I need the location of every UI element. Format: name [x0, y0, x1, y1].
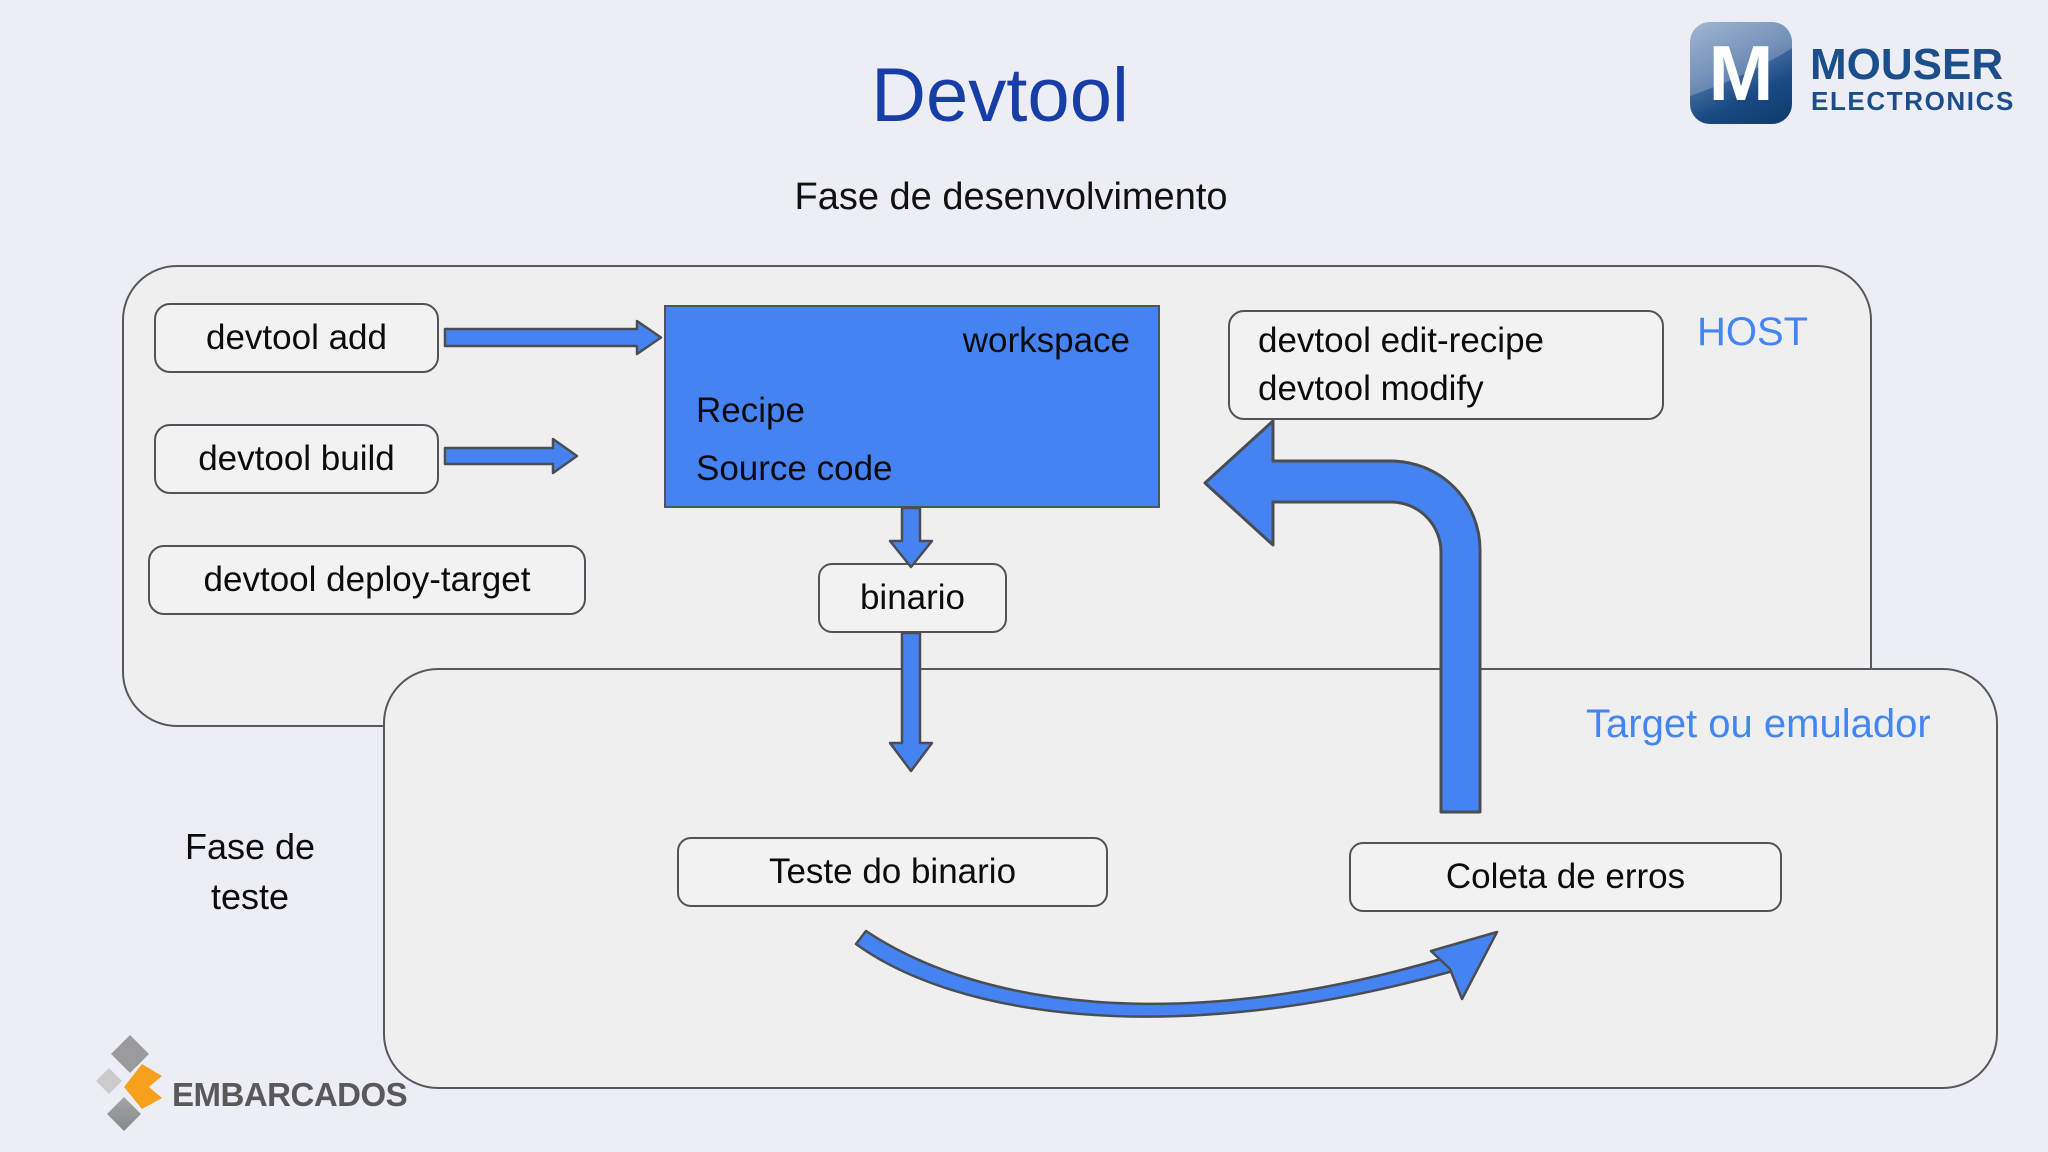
phase-test-line2: teste — [210, 876, 290, 917]
coleta-de-erros-box: Coleta de erros — [1349, 842, 1782, 912]
devtool-add-box: devtool add — [154, 303, 439, 373]
host-label: HOST — [1697, 310, 1809, 354]
mouser-wordmark-line2: ELECTRONICS — [1811, 86, 2015, 116]
phase-test-label: Fase de teste — [140, 822, 360, 922]
mouser-tile-gloss — [1690, 22, 1792, 124]
page-title: Devtool — [871, 53, 1129, 138]
embarcados-wordmark: EMBARCADOS — [172, 1076, 408, 1113]
devtool-build-label: devtool build — [198, 439, 395, 478]
devtool-edit-modify-box: devtool edit-recipe devtool modify — [1228, 310, 1664, 420]
mouser-monogram: M — [1708, 29, 1774, 117]
workspace-recipe-label: Recipe — [696, 391, 805, 430]
workspace-label: workspace — [962, 321, 1130, 360]
devtool-add-label: devtool add — [206, 318, 387, 357]
mouser-m-tile-icon: M — [1690, 22, 1792, 124]
teste-do-binario-box: Teste do binario — [677, 837, 1108, 907]
page-subtitle: Fase de desenvolvimento — [794, 176, 1228, 218]
binario-label: binario — [859, 578, 966, 617]
coleta-de-erros-label: Coleta de erros — [1445, 857, 1686, 896]
mouser-logo: M MOUSER ELECTRONICS — [1690, 22, 2030, 132]
devtool-edit-recipe-label: devtool edit-recipe — [1258, 321, 1544, 360]
mouser-wordmark-line1: MOUSER — [1810, 40, 2004, 89]
devtool-deploy-target-box: devtool deploy-target — [148, 545, 586, 615]
phase-test-line1: Fase de — [184, 826, 316, 867]
devtool-modify-label: devtool modify — [1258, 369, 1484, 408]
devtool-build-box: devtool build — [154, 424, 439, 494]
teste-do-binario-label: Teste do binario — [768, 852, 1017, 891]
target-label: Target ou emulador — [1586, 702, 1931, 746]
workspace-sourcecode-label: Source code — [696, 449, 893, 488]
workspace-box: workspace Recipe Source code — [664, 305, 1160, 508]
embarcados-logo-icon — [96, 1035, 162, 1131]
binario-box: binario — [818, 563, 1007, 633]
devtool-deploy-target-label: devtool deploy-target — [203, 560, 531, 599]
